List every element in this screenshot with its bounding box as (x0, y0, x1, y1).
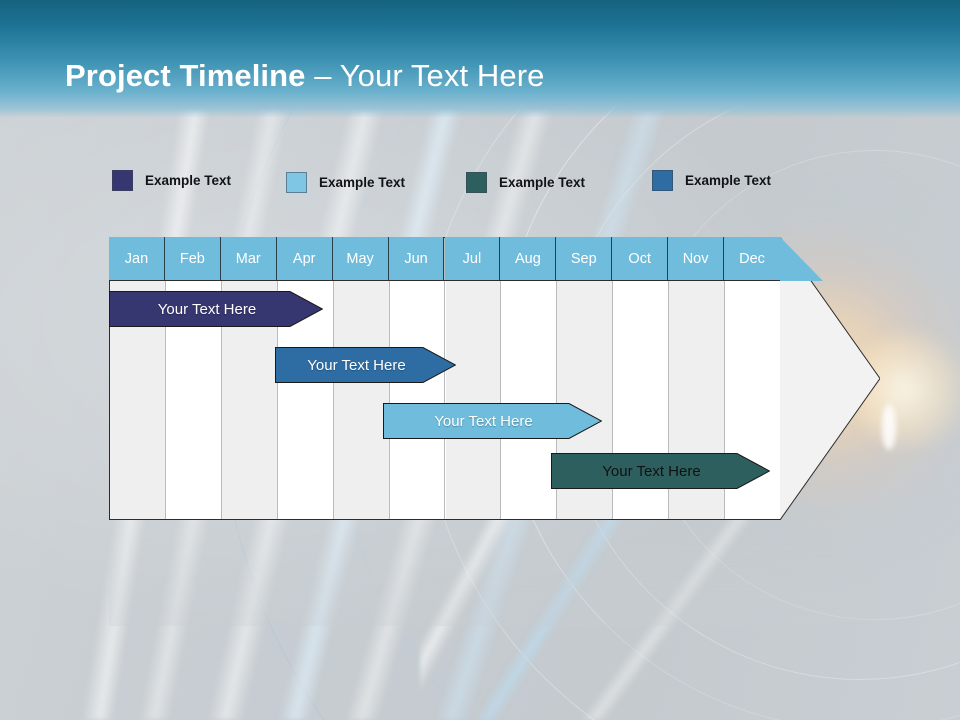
month-header-dec[interactable]: Dec (724, 237, 780, 281)
header-separator (109, 280, 780, 281)
reflection-fade-mask (109, 521, 880, 626)
timeline-task-bar-1[interactable]: Your Text Here (109, 291, 323, 327)
month-header-nov[interactable]: Nov (668, 237, 725, 281)
month-header-sep[interactable]: Sep (556, 237, 613, 281)
timeline-column-aug (501, 238, 558, 519)
legend-label-3: Example Text (499, 174, 586, 190)
page-title: Project Timeline – Your Text Here (65, 58, 544, 94)
legend-item-1[interactable]: Example Text (112, 170, 231, 191)
timeline-column-jun (390, 238, 446, 519)
legend-item-3[interactable]: Example Text (466, 172, 585, 193)
legend-label-4: Example Text (685, 172, 772, 188)
month-header-feb[interactable]: Feb (164, 237, 221, 281)
month-header-may[interactable]: May (332, 237, 389, 281)
timeline-task-bar-4[interactable]: Your Text Here (551, 453, 770, 489)
legend-swatch-1 (112, 170, 133, 191)
title-light: – Your Text Here (305, 58, 545, 93)
legend-label-2: Example Text (319, 174, 406, 190)
timeline-task-label-3: Your Text Here (434, 412, 533, 430)
timeline-column-oct (613, 238, 670, 519)
legend-label-1: Example Text (145, 172, 232, 188)
month-header-oct[interactable]: Oct (612, 237, 669, 281)
month-header-apr[interactable]: Apr (276, 237, 333, 281)
month-header-jan[interactable]: Jan (109, 237, 165, 281)
timeline-column-jan (110, 238, 166, 519)
timeline-column-mar (221, 238, 278, 519)
timeline-task-label-4: Your Text Here (602, 462, 701, 480)
timeline-task-bar-3[interactable]: Your Text Here (383, 403, 602, 439)
timeline-column-jul (445, 238, 502, 519)
month-header-jul[interactable]: Jul (444, 237, 501, 281)
timeline-column-feb (166, 238, 222, 519)
title-band: Project Timeline – Your Text Here (0, 0, 960, 118)
legend-item-4[interactable]: Example Text (652, 170, 771, 191)
month-header-jun[interactable]: Jun (388, 237, 445, 281)
month-header-mar[interactable]: Mar (220, 237, 277, 281)
month-header-aug[interactable]: Aug (500, 237, 557, 281)
legend-swatch-2 (286, 172, 307, 193)
timeline-task-label-1: Your Text Here (157, 300, 257, 318)
legend-swatch-4 (652, 170, 673, 191)
legend-swatch-3 (466, 172, 487, 193)
legend-item-2[interactable]: Example Text (286, 172, 405, 193)
title-strong: Project Timeline (65, 58, 306, 93)
timeline-arrow-head (779, 236, 881, 521)
timeline-task-label-2: Your Text Here (307, 356, 406, 374)
timeline-task-bar-2[interactable]: Your Text Here (275, 347, 456, 383)
